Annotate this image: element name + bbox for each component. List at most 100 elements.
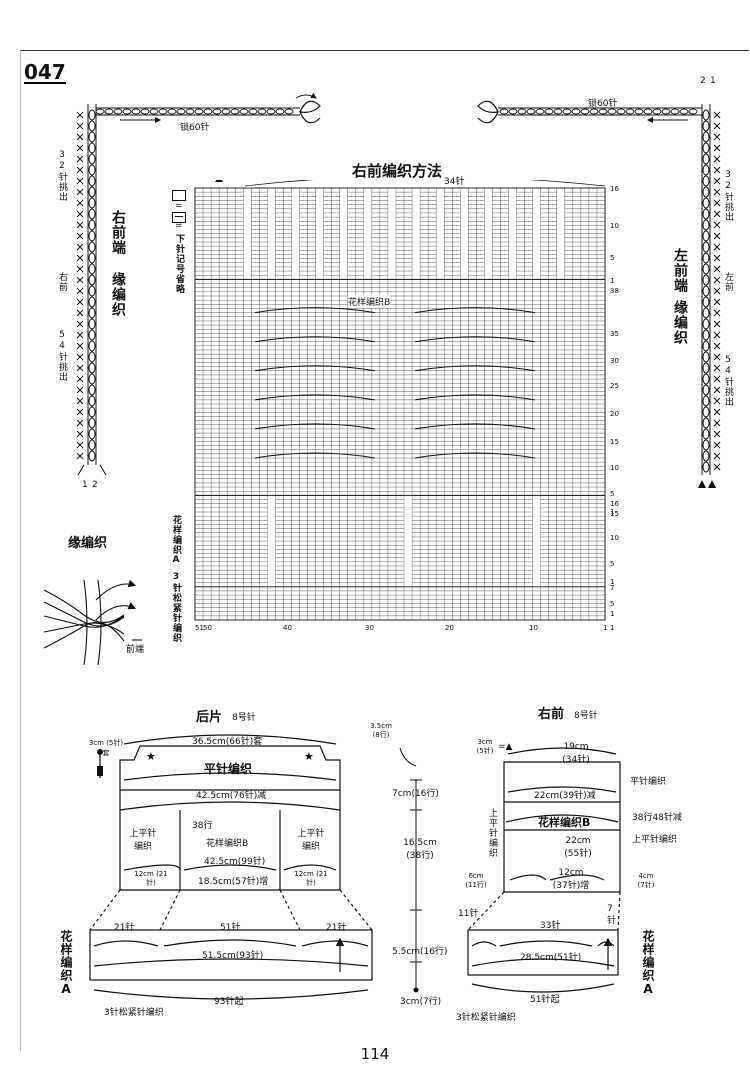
front-needle: 8号针 xyxy=(574,711,598,721)
left-pick-bottom: 54针挑出 xyxy=(57,330,67,382)
left-pick-top: 32针挑出 xyxy=(57,150,67,202)
height-1: 7cm(16行) xyxy=(392,789,439,799)
back-top-width: 36.5cm(66针)套 xyxy=(192,737,263,747)
chart-bottom-tick: 50 xyxy=(203,624,212,630)
chart-right-tick: 5 xyxy=(610,254,614,262)
front-rib-center: 33针 xyxy=(540,921,561,931)
right-front-edging-diagram xyxy=(76,92,321,476)
chart-right-tick: 10 xyxy=(610,534,619,542)
front-rows-dec: 38行48针减 xyxy=(632,813,682,823)
chart-right-tick: 5 xyxy=(610,490,614,498)
chart-right-tick: 1 xyxy=(610,624,614,630)
chart-right-tick: 16 xyxy=(610,185,619,193)
back-rib-width: 51.5cm(93针) xyxy=(202,951,264,961)
back-rows: 38行 xyxy=(192,821,213,831)
front-mid-width: 22cm (55针) xyxy=(564,836,592,859)
front-flat: 平针编织 xyxy=(630,777,667,787)
page-frame xyxy=(20,50,749,1051)
back-mid-width: 42.5cm(99针) xyxy=(204,857,266,867)
right-chain-label: 锁60针 xyxy=(588,99,618,109)
right-pick-top: 32针挑出 xyxy=(723,170,733,222)
back-flat: 平针编织 xyxy=(204,762,253,776)
back-center-bottom: 18.5cm(57针)增 xyxy=(198,877,269,887)
legend-note: 下针记号省略 xyxy=(174,234,184,294)
back-rib-left: 21针 xyxy=(114,923,135,933)
chart-bottom-tick: 40 xyxy=(283,624,292,630)
back-needle: 8号针 xyxy=(232,713,256,723)
front-upper-flat-side: 上平针编织 xyxy=(632,835,678,845)
front-title: 右前 xyxy=(538,707,565,722)
right-num-1: 1 xyxy=(710,76,716,86)
chart-title: 右前编织方法 xyxy=(352,162,443,180)
front-right-small: 4cm (7针) xyxy=(637,872,655,889)
left-title-1: 右前端 xyxy=(110,210,126,255)
front-shoulder: 3cm (5针) xyxy=(476,738,494,755)
back-rib-right: 21针 xyxy=(326,923,347,933)
left-side-label: 右前 xyxy=(57,272,67,292)
back-upper-flat-right: 上平针编织 xyxy=(297,829,325,852)
back-left-bottom: 12cm (21针) xyxy=(134,870,168,887)
edging-illustration xyxy=(43,579,142,666)
legend-eq-2: = xyxy=(175,221,183,231)
left-num-2: 2 xyxy=(92,480,98,490)
left-title-2: 缘编织 xyxy=(110,272,126,317)
chart-right-tick: 1 xyxy=(610,508,614,516)
legend-box-empty xyxy=(172,190,186,201)
chart-right-tick: 35 xyxy=(610,330,619,338)
height-2: 16.5cm (38行) xyxy=(403,838,437,861)
chart-right-tick: 16 xyxy=(610,500,619,508)
back-pattern-b: 花样编织B xyxy=(206,839,249,849)
chart-right-tick: 38 xyxy=(610,287,619,295)
legend-box-purl xyxy=(172,212,186,223)
front-pattern-b: 花样编织B xyxy=(538,816,591,829)
edging-front-label: 前端 xyxy=(126,645,145,655)
chart-right-tick: 25 xyxy=(610,382,619,390)
back-upper-flat-left: 上平针编织 xyxy=(129,829,157,852)
back-rib-center: 51针 xyxy=(220,923,241,933)
back-shoulder: 3cm (5针)套 xyxy=(88,739,124,757)
chart-pattern-a: 花样编织A xyxy=(171,515,181,566)
chart-right-tick: 15 xyxy=(610,438,619,446)
chart-top-stitches: 34针 xyxy=(444,177,465,187)
front-pattern-a: 花样编织A xyxy=(641,930,655,997)
page-number: 114 xyxy=(360,1045,390,1063)
chart-loose: 3针松紧针编织 xyxy=(171,572,181,643)
chart-right-tick: 1 xyxy=(610,610,614,618)
front-top-width: 19cm (34针) xyxy=(562,742,590,765)
chart-right-tick: 7 xyxy=(610,584,614,592)
pattern-number-underline xyxy=(24,82,66,84)
edging-title: 缘编织 xyxy=(68,536,108,551)
right-side-label: 左前 xyxy=(723,272,733,292)
height-3: 5.5cm(16行) xyxy=(392,947,448,957)
left-chain-label: 锁60针 xyxy=(180,123,210,133)
front-rib-right: 7针 xyxy=(605,904,615,925)
back-loose: 3针松紧针编织 xyxy=(104,1008,164,1018)
height-top: 3.5cm (8行) xyxy=(370,722,392,739)
chart-bottom-tick: 30 xyxy=(365,624,374,630)
back-pattern-a: 花样编织A xyxy=(59,930,73,997)
heights-column xyxy=(399,747,422,993)
chart-right-tick: 20 xyxy=(610,410,619,418)
chart-right-tick: 10 xyxy=(610,222,619,230)
height-4: 3cm(7行) xyxy=(400,997,442,1007)
right-title-2: 缘编织 xyxy=(672,300,688,345)
chart-bottom-tick: 10 xyxy=(529,624,538,630)
left-num-1: 1 xyxy=(82,480,88,490)
back-right-bottom: 12cm (21针) xyxy=(294,870,328,887)
front-bottom-mid: 12cm (37针)增 xyxy=(552,868,590,891)
front-left-small: 6cm (11行) xyxy=(465,872,487,889)
back-title: 后片 xyxy=(196,710,223,725)
left-front-edging-diagram xyxy=(477,100,721,488)
chart-right-tick: 5 xyxy=(610,560,614,568)
chart-right-tick: 5 xyxy=(610,600,614,608)
legend-eq-1: = xyxy=(175,201,183,211)
chart-bottom-tick: 20 xyxy=(445,624,454,630)
back-piece-diagram: ★ ★ xyxy=(89,734,373,1000)
front-loose: 3针松紧针编织 xyxy=(456,1013,516,1023)
chart-right-tick: 15 xyxy=(610,510,619,518)
chart-right-tick: 1 xyxy=(610,277,614,285)
front-dec-width: 22cm(39针)减 xyxy=(534,791,596,801)
chart-right-tick: 10 xyxy=(610,464,619,472)
